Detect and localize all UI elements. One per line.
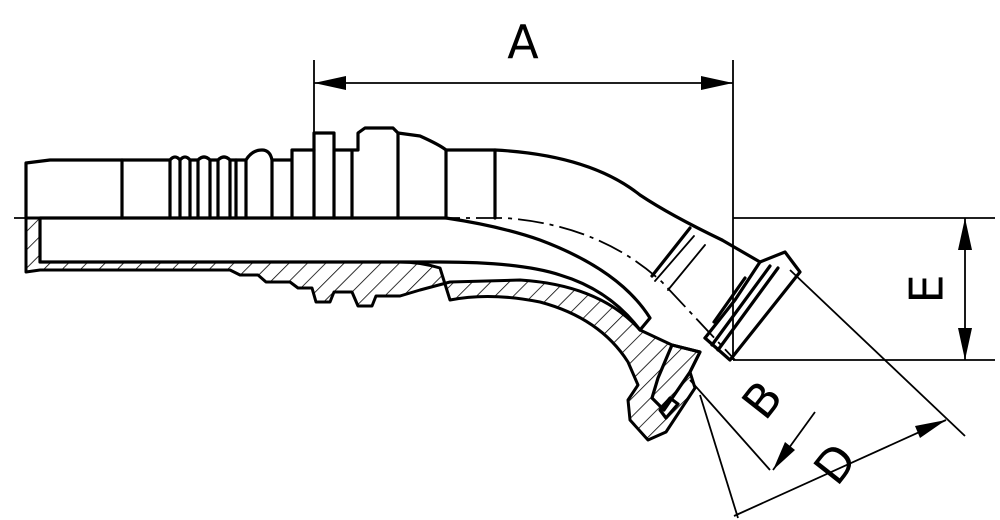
section-hatch (24, 216, 702, 442)
label-e: E (900, 274, 954, 303)
section-seat (650, 343, 702, 412)
dimension-a (313, 60, 734, 360)
dimension-e (733, 217, 995, 361)
label-a: A (507, 15, 539, 69)
flange-face (703, 250, 802, 362)
section-bore (38, 216, 652, 332)
section-seat-groove (658, 396, 680, 420)
fitting-upper-outline (24, 126, 762, 340)
dimension-b-d (689, 269, 966, 519)
label-b: B (731, 371, 793, 429)
label-d: D (803, 433, 867, 494)
